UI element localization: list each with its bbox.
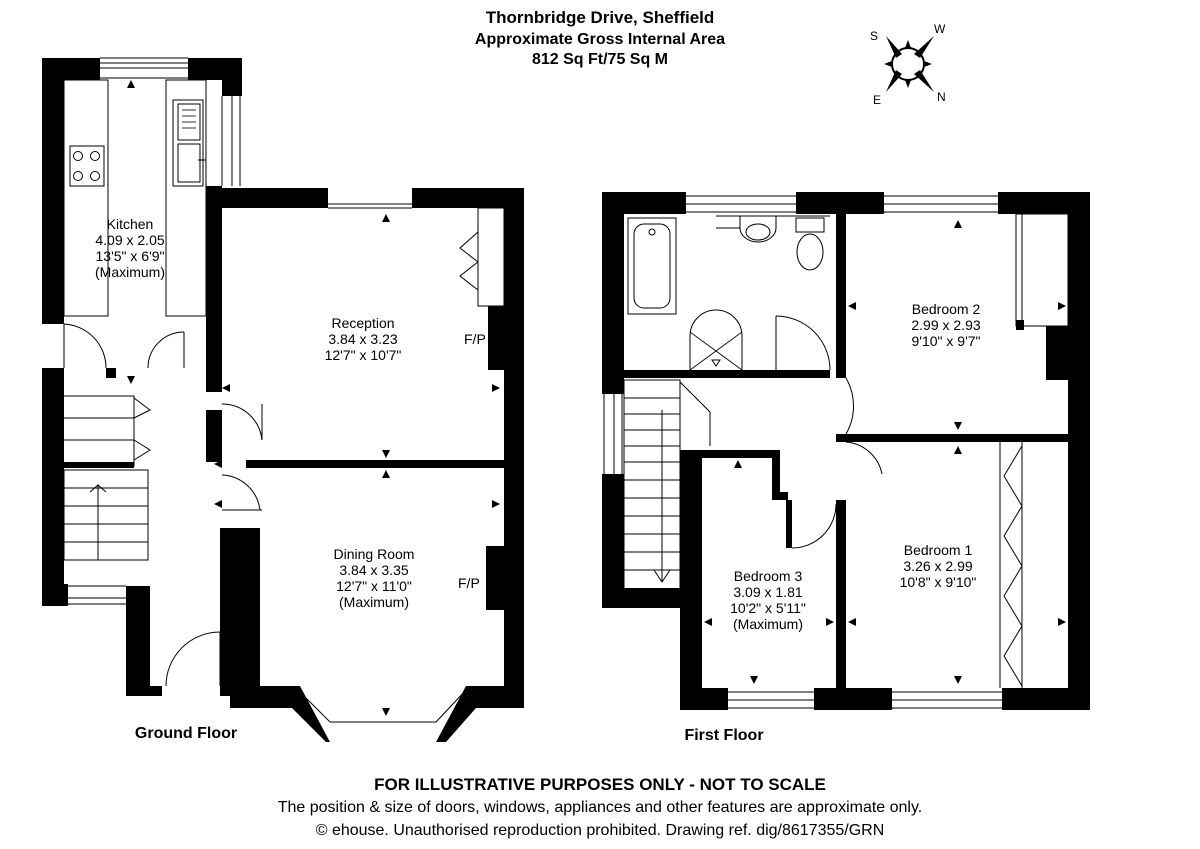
bedroom3-note: (Maximum) xyxy=(733,616,803,632)
plan-address: Thornbridge Drive, Sheffield xyxy=(485,8,715,27)
bedroom3-imperial: 10'2" x 5'11" xyxy=(730,600,806,616)
bedroom2-label: Bedroom 2 2.99 x 2.93 9'10" x 9'7" xyxy=(911,301,980,349)
ground-floor-plan xyxy=(42,57,524,742)
sink-icon xyxy=(172,99,206,187)
compass-s-label: S xyxy=(870,29,878,43)
reception-metric: 3.84 x 3.23 xyxy=(328,331,397,347)
dining-imperial: 12'7" x 11'0" xyxy=(336,578,412,594)
dining-label: Dining Room 3.84 x 3.35 12'7" x 11'0" (M… xyxy=(334,546,415,610)
bedroom1-imperial: 10'8" x 9'10" xyxy=(900,574,977,590)
area-heading: Approximate Gross Internal Area xyxy=(474,31,726,48)
compass-e-label: E xyxy=(873,93,881,107)
hob-icon xyxy=(69,145,105,187)
bedroom1-metric: 3.26 x 2.99 xyxy=(903,558,972,574)
kitchen-note: (Maximum) xyxy=(95,264,165,280)
dining-note: (Maximum) xyxy=(339,594,409,610)
compass-w-label: W xyxy=(934,22,946,36)
reception-label: Reception 3.84 x 3.23 12'7" x 10'7" xyxy=(325,315,402,363)
kitchen-label: Kitchen 4.09 x 2.05 13'5" x 6'9" (Maximu… xyxy=(95,216,165,280)
reception-imperial: 12'7" x 10'7" xyxy=(325,347,402,363)
compass-n-label: N xyxy=(937,90,946,104)
bedroom2-name: Bedroom 2 xyxy=(912,301,981,317)
kitchen-imperial: 13'5" x 6'9" xyxy=(96,248,165,264)
kitchen-name: Kitchen xyxy=(107,216,154,232)
kitchen-metric: 4.09 x 2.05 xyxy=(95,232,164,248)
first-floor-label: First Floor xyxy=(684,727,763,744)
bedroom1-label: Bedroom 1 3.26 x 2.99 10'8" x 9'10" xyxy=(900,542,977,590)
approximation-note: The position & size of doors, windows, a… xyxy=(277,799,923,816)
shower-icon xyxy=(689,309,743,371)
dining-fireplace-label: F/P xyxy=(458,575,480,591)
ground-floor-label: Ground Floor xyxy=(135,725,237,742)
bedroom1-name: Bedroom 1 xyxy=(904,542,973,558)
bedroom3-name: Bedroom 3 xyxy=(734,568,803,584)
first-floor-plan xyxy=(602,192,1090,710)
reception-name: Reception xyxy=(331,315,394,331)
dining-name: Dining Room xyxy=(334,546,415,562)
bath-icon xyxy=(627,217,677,315)
area-value: 812 Sq Ft/75 Sq M xyxy=(531,51,669,68)
bedroom2-metric: 2.99 x 2.93 xyxy=(911,317,980,333)
dining-metric: 3.84 x 3.35 xyxy=(339,562,408,578)
copyright-note: © ehouse. Unauthorised reproduction proh… xyxy=(315,822,885,839)
basin-icon xyxy=(716,215,830,243)
bedroom3-label: Bedroom 3 3.09 x 1.81 10'2" x 5'11" (Max… xyxy=(730,568,806,632)
toilet-icon xyxy=(795,217,825,271)
bedroom2-imperial: 9'10" x 9'7" xyxy=(912,333,981,349)
disclaimer: FOR ILLUSTRATIVE PURPOSES ONLY - NOT TO … xyxy=(374,775,826,794)
compass-icon: S W E N xyxy=(870,22,946,107)
reception-fireplace-label: F/P xyxy=(464,331,486,347)
bedroom3-metric: 3.09 x 1.81 xyxy=(733,584,802,600)
